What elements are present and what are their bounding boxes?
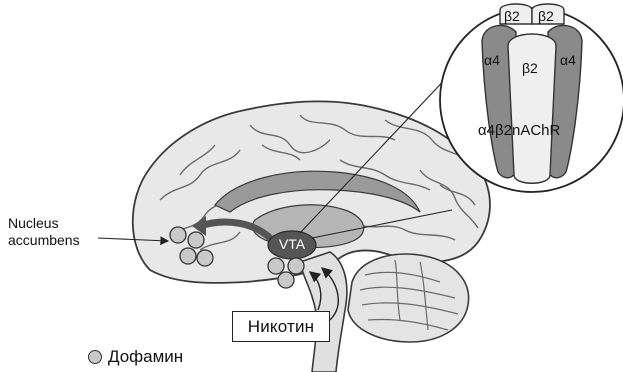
cerebellum [348, 254, 469, 342]
receptor-label-top-left: β2 [504, 8, 520, 24]
nucleus-accumbens-label-line2: accumbens [8, 232, 80, 249]
receptor-label-center: β2 [522, 60, 538, 76]
vta-label: VTA [269, 236, 315, 252]
legend-dopamine-label: Дофамин [108, 347, 183, 367]
receptor-label-right: α4 [560, 52, 576, 68]
receptor-label-top-right: β2 [538, 8, 554, 24]
nicotine-label: Никотин [248, 317, 315, 337]
nucleus-accumbens-label-line1: Nucleus [8, 215, 80, 232]
receptor-name: α4β2nAChR [478, 122, 560, 139]
dopamine-legend-icon [88, 350, 102, 364]
receptor-label-left: α4 [484, 52, 500, 68]
nicotine-label-box: Никотин [232, 311, 330, 342]
legend: Дофамин [88, 347, 183, 367]
nucleus-accumbens-label: Nucleus accumbens [8, 215, 80, 249]
